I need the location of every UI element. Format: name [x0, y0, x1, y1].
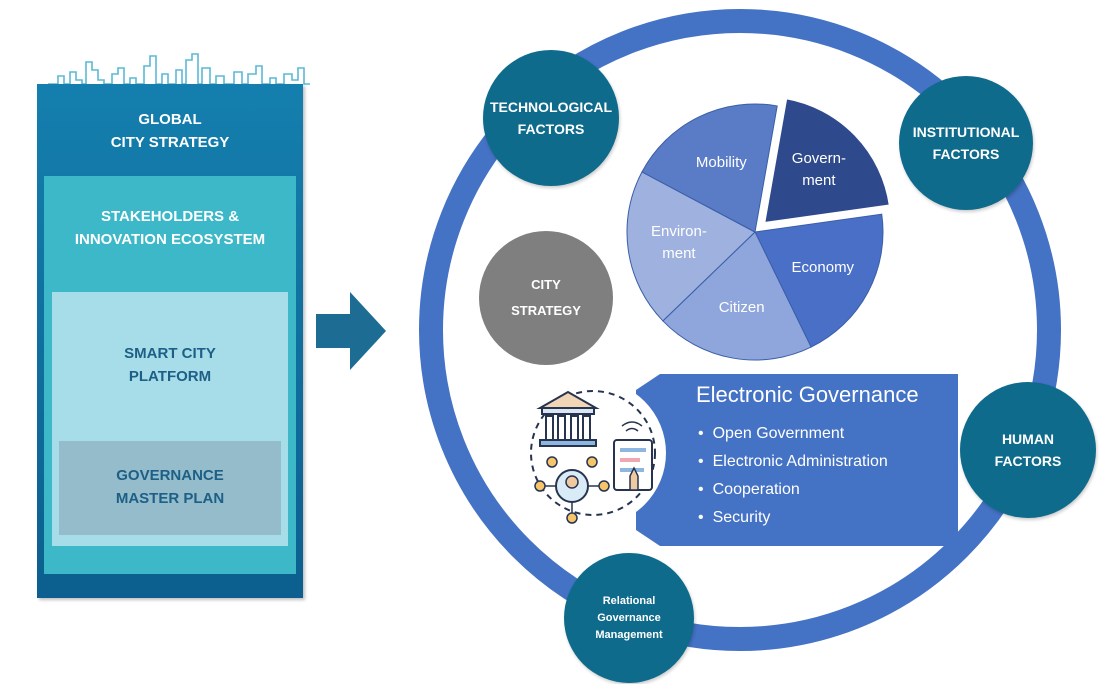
- e-governance-item: Security: [698, 504, 888, 532]
- city-strategy-label: CITY STRATEGY: [511, 277, 581, 318]
- outer-ring: [419, 9, 1061, 651]
- pie-slice: [626, 171, 756, 322]
- global-city-strategy-label: GLOBAL CITY STRATEGY: [110, 111, 230, 151]
- e-governance-title: Electronic Governance: [696, 382, 919, 407]
- e-governance-illustration-icon: [520, 380, 666, 526]
- city-strategy-circle: CITY STRATEGY: [479, 231, 613, 365]
- e-governance-list: Open GovernmentElectronic Administration…: [698, 420, 888, 532]
- technological-factors-circle: TECHNOLOGICAL FACTORS: [483, 50, 619, 186]
- relational-governance-label: Relational Governance Management: [595, 594, 663, 641]
- pie-slice: [761, 95, 893, 226]
- governance-master-plan-label: GOVERNANCE MASTER PLAN: [115, 467, 225, 507]
- pie-slice: [754, 213, 884, 348]
- pie-slice: [641, 103, 778, 233]
- human-factors-label: HUMAN FACTORS: [994, 431, 1062, 469]
- city-skyline-icon: [48, 53, 310, 85]
- e-governance-item: Cooperation: [698, 476, 888, 504]
- relational-governance-circle: Relational Governance Management: [564, 553, 694, 683]
- e-governance-item: Electronic Administration: [698, 448, 888, 476]
- stakeholders-label: STAKEHOLDERS & INNOVATION ECOSYSTEM: [74, 208, 266, 248]
- pie-chart: [626, 95, 893, 361]
- e-governance-item: Open Government: [698, 420, 888, 448]
- human-factors-circle: HUMAN FACTORS: [960, 382, 1096, 518]
- smart-city-platform-label: SMART CITY PLATFORM: [124, 345, 216, 385]
- right-arrow-icon: [316, 292, 386, 370]
- institutional-factors-circle: INSTITUTIONAL FACTORS: [899, 76, 1033, 210]
- institutional-factors-label: INSTITUTIONAL FACTORS: [912, 124, 1020, 162]
- pie-slice: [662, 231, 812, 361]
- governance-master-plan-panel: [59, 441, 281, 535]
- technological-factors-label: TECHNOLOGICAL FACTORS: [489, 99, 613, 137]
